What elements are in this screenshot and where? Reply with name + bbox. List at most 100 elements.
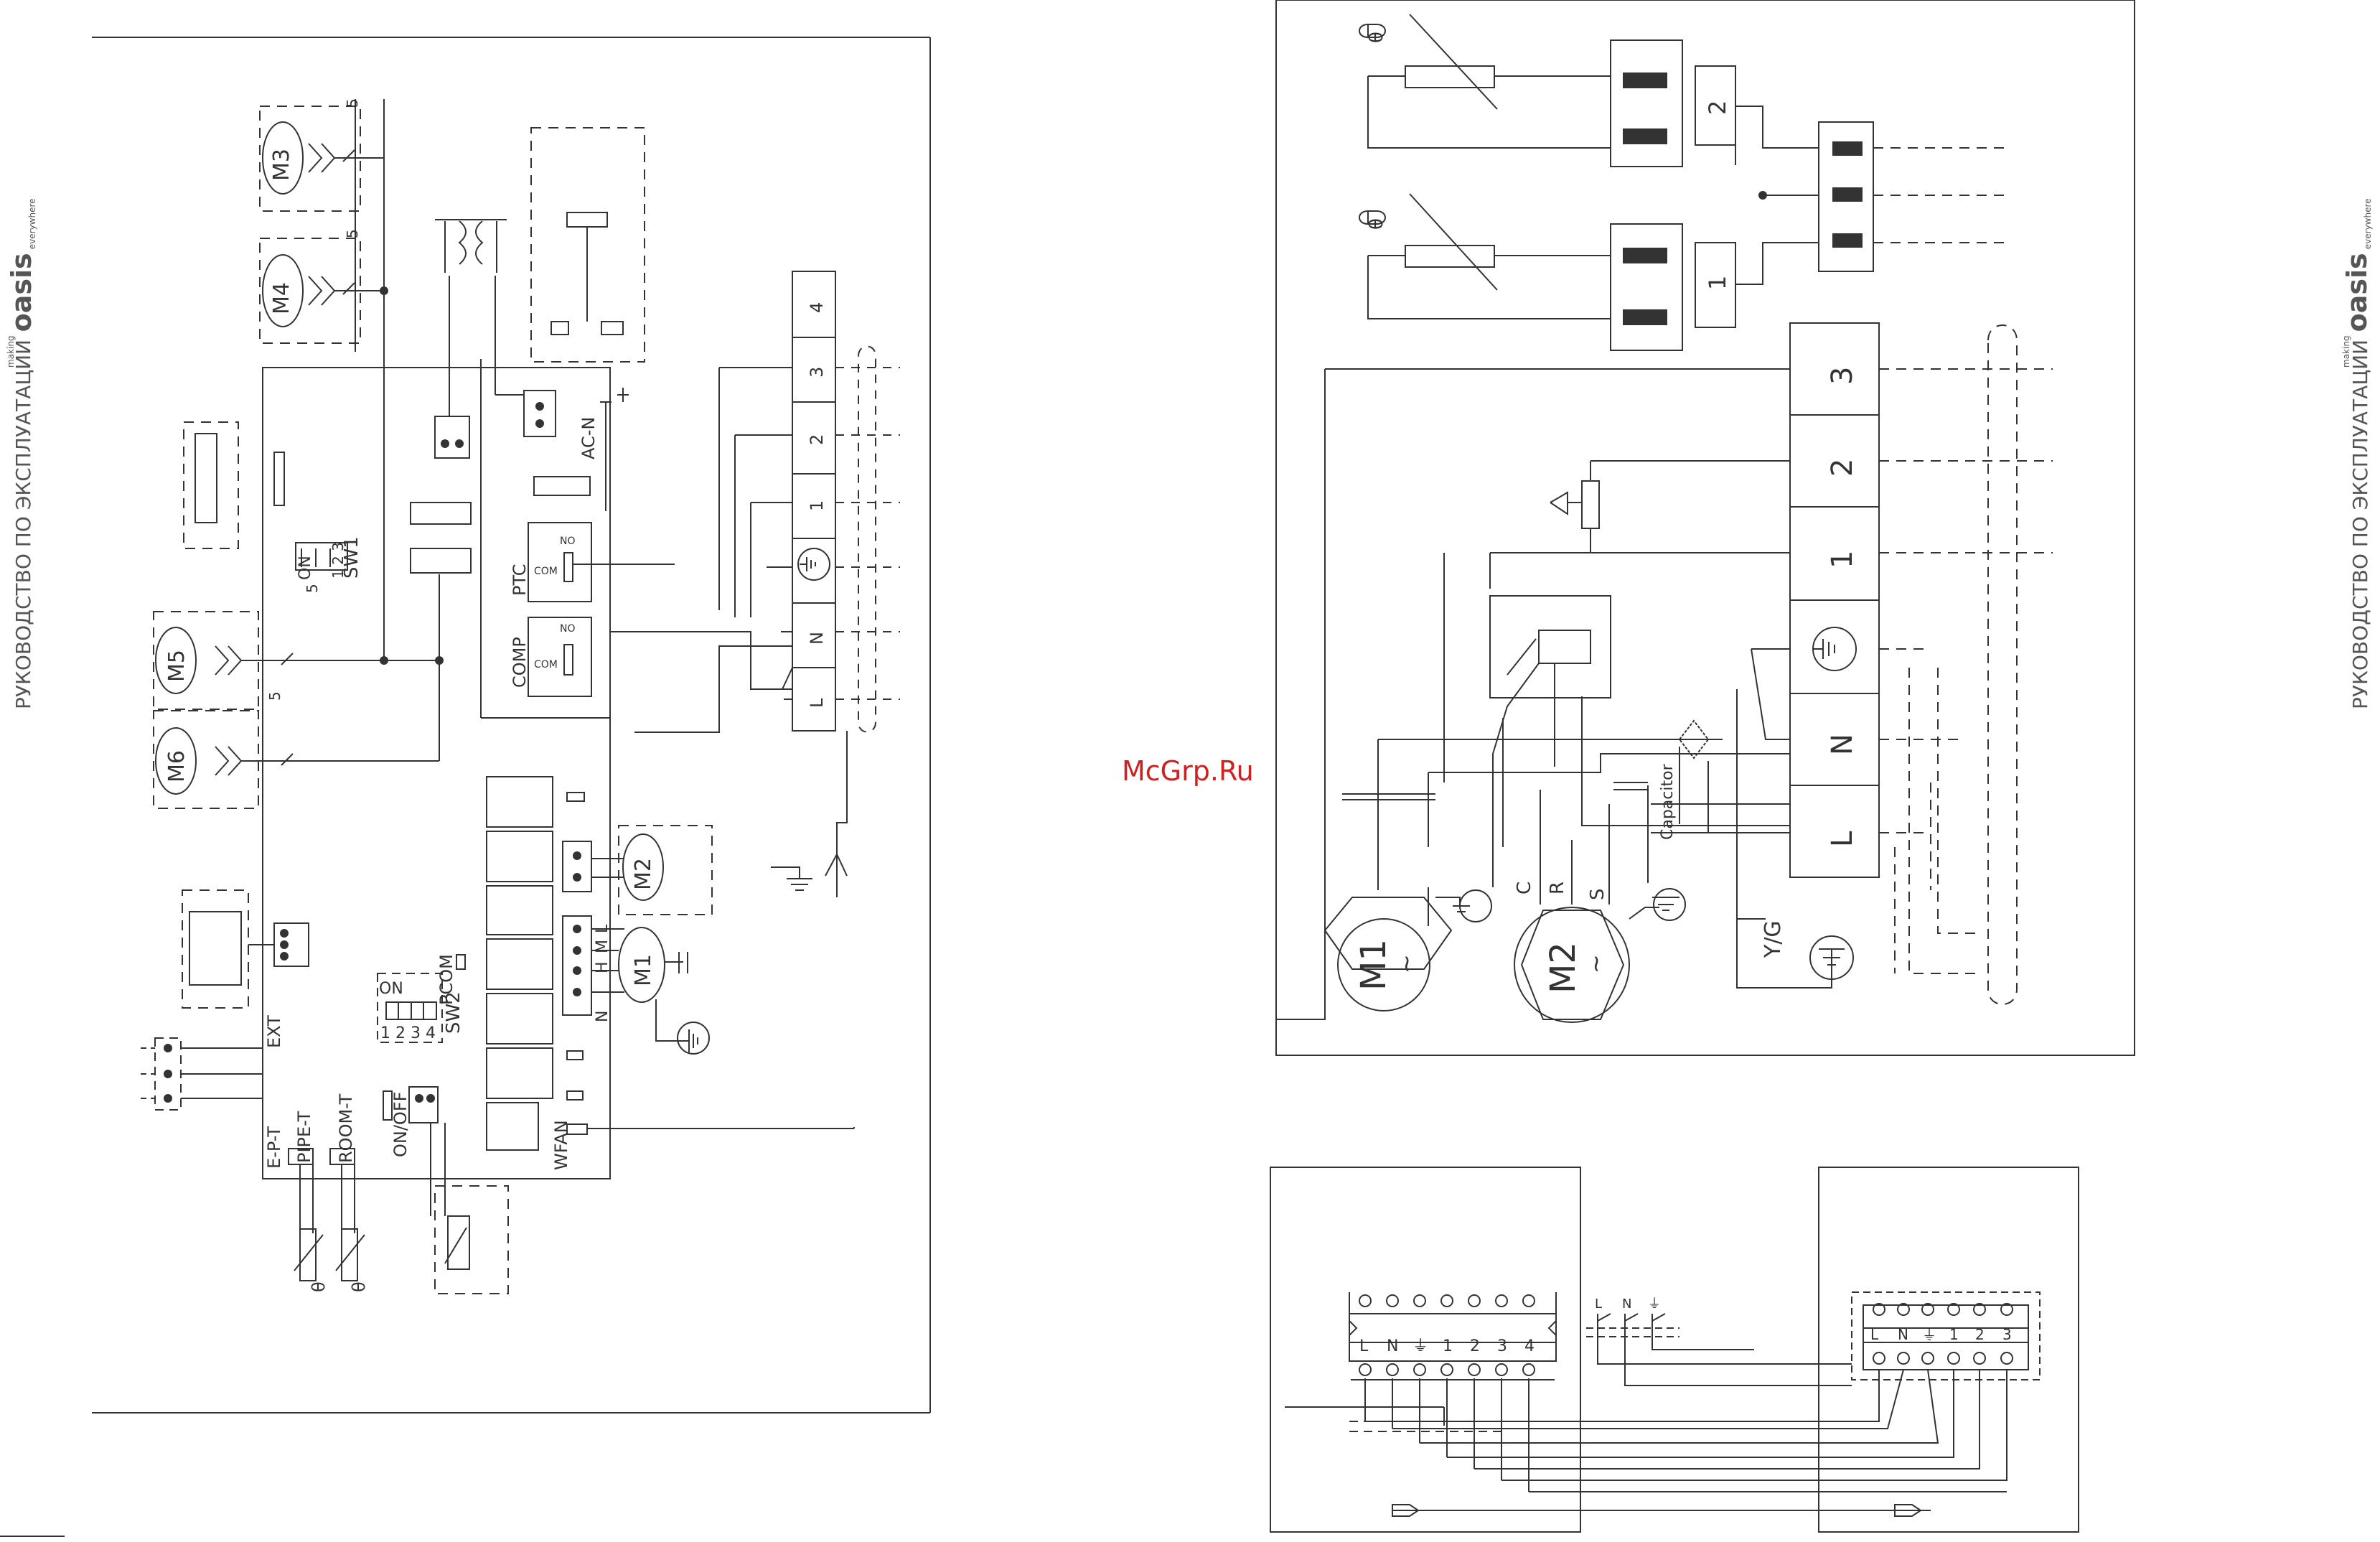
label-outdoor-m2-tilde: ~: [1582, 954, 1609, 973]
transformer: [435, 220, 507, 458]
ext-display-block: [182, 890, 309, 1008]
label-indoor-term-1: 1: [807, 500, 827, 511]
label-conn-indoor-gnd: ⏚: [1412, 1337, 1428, 1355]
watermark: McGrp.Ru: [1122, 755, 1254, 787]
label-conn-outdoor-n: N: [1898, 1326, 1908, 1343]
label-sw2-on: ON: [379, 980, 403, 998]
label-conn-outdoor-l: L: [1870, 1326, 1879, 1343]
label-pcom: PCOM: [436, 954, 456, 1005]
label-conn-indoor-l: L: [1359, 1337, 1369, 1355]
brand-tagline-top-right: making: [2341, 335, 2351, 368]
brand-logo-left: making oasis everywhere: [6, 198, 37, 368]
label-supply-n: N: [1622, 1296, 1631, 1312]
brand-name-left: oasis: [6, 253, 37, 332]
indoor-ground: [771, 867, 812, 890]
label-indoor-term-n: N: [807, 632, 827, 645]
label-outdoor-sensor-2: 2: [1704, 101, 1731, 115]
label-sw1-positions: 1 2 3: [329, 542, 347, 579]
indoor-connection-terminal: [1349, 1292, 1556, 1380]
label-fan-h: H: [594, 961, 612, 973]
label-indoor-m1: M1: [631, 954, 656, 986]
label-outdoor-m2: M2: [1543, 942, 1583, 994]
fuse-box: [495, 128, 645, 436]
motor-m5-group: [154, 612, 439, 709]
label-outdoor-m1: M1: [1354, 939, 1394, 991]
outdoor-panel-frame: [1276, 0, 2135, 1055]
label-wire-count-1: 5: [344, 98, 361, 108]
label-conn-outdoor-2: 2: [1975, 1326, 1985, 1343]
relay-pin-1: [567, 1051, 583, 1060]
label-conn-indoor-4: 4: [1524, 1337, 1535, 1355]
label-outdoor-term-1: 1: [1826, 551, 1859, 569]
outdoor-strip-dashed: [1879, 325, 2053, 1004]
label-fan-m: M: [594, 940, 612, 953]
label-on-off: ON/OFF: [390, 1092, 411, 1157]
label-m2-pin-c: C: [1514, 882, 1535, 894]
label-ptc-com: COM: [534, 566, 558, 577]
label-outdoor-m1-tilde: ~: [1392, 954, 1420, 973]
sensor-connectors: [141, 1038, 263, 1110]
indoor-terminal-strip: [792, 271, 835, 731]
sw2-dip: [378, 955, 465, 1042]
label-wire-count-3: 5: [266, 691, 284, 701]
label-comp-no: NO: [560, 623, 576, 635]
motor-m6-group: [154, 711, 439, 808]
label-m2-pin-r: R: [1547, 882, 1568, 894]
relay-block: [534, 477, 590, 495]
outdoor-yg-ground: [1737, 919, 1853, 988]
sw1-connector: [184, 422, 347, 570]
label-wire-count-4: 5: [304, 584, 321, 593]
motor-m3-group: [260, 106, 384, 211]
label-theta-1: θ: [309, 1281, 329, 1292]
label-comp-com: COM: [534, 659, 558, 670]
pipe-room-sensors: [289, 1149, 365, 1281]
connection-outdoor-frame: [1819, 1167, 2079, 1532]
manual-title-left: РУКОВОДСТВО ПО ЭКСПЛУАТАЦИИ: [11, 340, 35, 709]
outdoor-sensor-2: [1359, 14, 1735, 167]
label-ptc: PTC: [510, 564, 530, 596]
label-indoor-term-4: 4: [807, 302, 827, 313]
motor-m4-group: [260, 238, 384, 343]
brand-tagline-bottom-right: everywhere: [2363, 198, 2373, 250]
label-outdoor-term-3: 3: [1826, 367, 1859, 385]
indoor-panel-frame: [92, 37, 930, 1413]
label-supply-l: L: [1595, 1296, 1602, 1312]
indoor-wires: [610, 368, 847, 897]
label-indoor-m2: M2: [631, 858, 656, 890]
connector-cn1: [411, 503, 471, 524]
label-indoor-term-3: 3: [807, 367, 827, 378]
outdoor-connection-terminal: [1852, 1292, 2040, 1380]
label-outdoor-term-n: N: [1826, 734, 1859, 755]
label-ptc-no: NO: [560, 536, 576, 547]
connection-wires: [1285, 1314, 2007, 1516]
indoor-m2-fan: [563, 826, 712, 915]
label-indoor-term-2: 2: [807, 434, 827, 445]
relay-pin-2: [567, 1091, 583, 1100]
label-outdoor-theta-1: θ: [1366, 32, 1387, 43]
ptc-relay: [528, 523, 675, 602]
label-yg: Y/G: [1761, 920, 1786, 958]
indoor-strip-dashed: [835, 347, 900, 732]
connection-indoor-frame: [1270, 1167, 1580, 1532]
brand-tagline-bottom-left: everywhere: [27, 198, 37, 250]
outdoor-wiring: [1276, 369, 1790, 1019]
brand-name-right: oasis: [2341, 253, 2373, 332]
label-ac-n: AC-N: [578, 417, 599, 459]
outdoor-sensor-1: [1359, 194, 1735, 350]
label-outdoor-term-l: L: [1826, 831, 1859, 847]
label-room-t: ROOM-T: [336, 1093, 356, 1163]
label-conn-indoor-1: 1: [1443, 1337, 1453, 1355]
label-conn-indoor-n: N: [1387, 1337, 1398, 1355]
label-conn-indoor-3: 3: [1497, 1337, 1507, 1355]
label-conn-outdoor-3: 3: [2002, 1326, 2012, 1343]
label-sw1-on: ON: [296, 556, 314, 580]
outdoor-terminal-strip: [1790, 323, 1879, 877]
comp-relay: [528, 617, 591, 696]
label-capacitor: Capacitor: [1659, 763, 1677, 840]
label-pipe-t: PIPE-T: [294, 1111, 314, 1163]
brand-tagline-top-left: making: [6, 335, 16, 368]
indoor-main-board: [263, 368, 610, 1179]
label-outdoor-sensor-1: 1: [1704, 276, 1731, 290]
on-off-switch: [383, 1087, 508, 1294]
